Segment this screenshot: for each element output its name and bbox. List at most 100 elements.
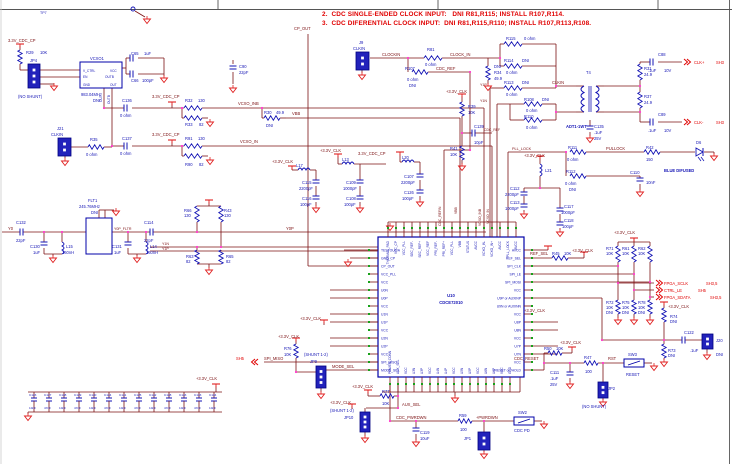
component-label: DNI [542, 97, 549, 102]
ic-pin-label: REF_SEL [506, 256, 521, 260]
component-label: 10nF [646, 180, 656, 185]
component-label: R31 [644, 66, 652, 71]
component-label: 160nH [62, 250, 74, 255]
inductor-symbol [538, 163, 543, 177]
junction-dot [260, 106, 264, 110]
ground-symbol [159, 77, 169, 84]
component-label: 2200pF [299, 186, 313, 191]
capacitor-ref: C125 [134, 393, 142, 397]
net-label: CDC_RESET [514, 356, 539, 361]
component-label: 100pF [300, 202, 312, 207]
ground-symbol [598, 401, 608, 408]
ic-pin-label: VCC_REF [426, 241, 430, 256]
connector-pin [482, 442, 486, 446]
capacitor-ref: C142 [149, 393, 157, 397]
ic-pin-mark [397, 383, 399, 385]
junction-dot [648, 280, 652, 284]
component-label: 10K [450, 152, 458, 157]
resistor-symbol [183, 115, 203, 121]
junction-dot [554, 110, 558, 114]
ic-pin-mark [501, 383, 503, 385]
net-label: CLOCK_IN [450, 52, 471, 57]
ic-pin-label: AVCC [514, 240, 518, 249]
ic-pin-mark [368, 273, 370, 275]
component-label: R81 [427, 47, 435, 52]
ic-partnumber: CDCE72010 [439, 300, 463, 305]
component-label: 10K [606, 251, 614, 256]
ic-pin-label: POWER_CONN [388, 350, 392, 374]
component-label: 2200pF [401, 180, 415, 185]
resistor-symbol [183, 143, 203, 149]
component-label: C130 [30, 244, 41, 249]
capacitor-value: 47nF [194, 406, 201, 410]
net-label: PULLOCK [606, 146, 625, 151]
ic-pin-mark [531, 257, 533, 259]
component-label: 983.04MHz [81, 92, 102, 97]
component-label: 49.9 [276, 110, 285, 115]
net-label: SPI_MISO [264, 356, 283, 361]
inductor-symbol [60, 241, 65, 255]
component-label: 10V [664, 68, 672, 73]
sheet-ref-label: CTRL_LE [664, 288, 682, 293]
component-label: C89 [658, 112, 666, 117]
ground-symbol [645, 319, 655, 326]
net-label: CP_OUT [294, 26, 311, 31]
ground-symbol [357, 74, 367, 81]
connector-pin [706, 342, 709, 346]
ground-symbol [205, 121, 215, 128]
ic-pin-mark [368, 257, 370, 259]
resistor-symbol [523, 101, 543, 107]
ic-pin-label: AVCC [474, 240, 478, 249]
resistor-symbol [292, 343, 300, 359]
net-label: 3.3V_CDC_CP [152, 132, 180, 137]
component-label: R33 [185, 122, 193, 127]
component-label: 10K [556, 346, 564, 351]
component-label: JP2 [608, 386, 616, 391]
net-label: CDC_REF [436, 66, 456, 71]
component-label: SW3 [628, 352, 638, 357]
connector-pin [363, 425, 367, 429]
ic-refdes: U10 [447, 293, 455, 298]
sheet-ref-label: SH5 [698, 288, 707, 293]
junction-dot [482, 419, 486, 423]
junction-dot [638, 84, 642, 88]
component-label: R65 [226, 254, 234, 259]
component-label: R107 [405, 66, 416, 71]
component-label: .1uF [648, 68, 657, 73]
component-label: 0 ohm [506, 70, 518, 75]
component-label: DNI [569, 187, 576, 192]
offpage-chevron [683, 58, 692, 66]
component-label: C115 [302, 180, 312, 185]
component-label: 100pF [142, 78, 154, 83]
connector-pin [319, 370, 323, 373]
component-label: 10K [638, 251, 646, 256]
component-label: 22pF [239, 70, 249, 75]
resistor-symbol [523, 117, 543, 123]
net-label: VCXO_IN [240, 139, 258, 144]
sheet-ref-label: SH3,5 [710, 295, 722, 300]
component-label: C111 [550, 370, 560, 375]
ic-pin-label: CP_OUT [381, 264, 395, 268]
component-label: 10K [622, 251, 630, 256]
component-label: C137 [122, 136, 133, 141]
component-label: R113 [504, 80, 514, 85]
ic-pin-mark [368, 345, 370, 347]
component-label: .1uF [594, 130, 603, 135]
ic-pin-mark [403, 227, 405, 229]
component-label: R39 [468, 104, 476, 109]
component-label: R78 [638, 300, 646, 305]
component-label: 0 ohm [86, 152, 98, 157]
ic-pin-label: U4P [444, 368, 448, 374]
connector-j21 [57, 137, 72, 157]
component-label: 24.9 [644, 100, 653, 105]
ic-pin-label: SPI_LE [510, 272, 522, 276]
component-label: 10K [284, 352, 292, 357]
component-label: 0 ohm [567, 157, 579, 162]
ic-pin-mark [435, 227, 437, 229]
junction-dot [219, 245, 223, 249]
ic-pin-label: VBB [458, 241, 462, 247]
net-label: 3.3V_CDC_CP [8, 38, 36, 43]
ic-pin-mark [387, 227, 389, 229]
ic-pin-mark [531, 313, 533, 315]
